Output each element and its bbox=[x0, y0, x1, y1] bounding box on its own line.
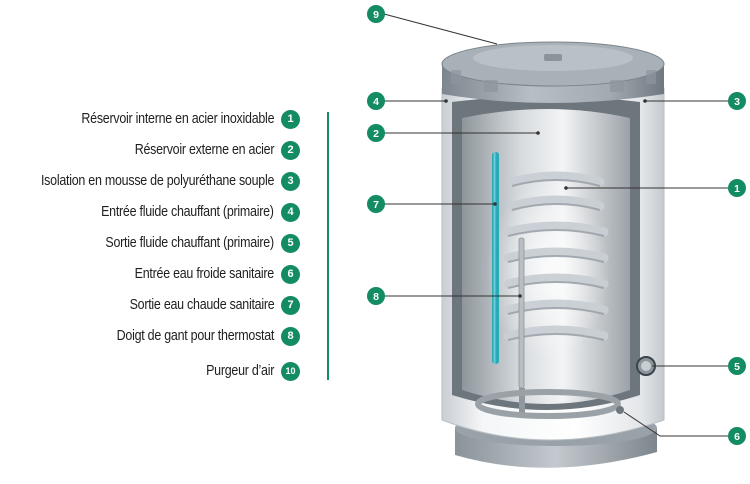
callout-number: 2 bbox=[373, 128, 379, 140]
legend-item-2: Réservoir externe en acier 2 bbox=[112, 139, 300, 161]
legend-label: Réservoir interne en acier inoxidable bbox=[81, 111, 274, 127]
legend-label: Réservoir externe en acier bbox=[134, 142, 274, 158]
legend-item-6: Entrée eau froide sanitaire 6 bbox=[112, 263, 300, 285]
callout-number: 4 bbox=[373, 96, 379, 108]
legend-number-badge: 5 bbox=[281, 233, 300, 253]
thermostat-sleeve bbox=[518, 237, 525, 389]
legend-number-badge: 6 bbox=[281, 264, 300, 284]
legend-item-8: Doigt de gant pour thermostat 8 bbox=[91, 325, 300, 347]
callout-number: 6 bbox=[734, 431, 740, 443]
legend-number-badge: 1 bbox=[281, 109, 300, 129]
callout-number: 1 bbox=[734, 183, 740, 195]
legend-number-badge: 7 bbox=[281, 295, 300, 315]
cold-water-inlet-fitting bbox=[616, 406, 624, 414]
heat-exchanger-coil bbox=[503, 171, 609, 341]
legend-number-badge: 2 bbox=[281, 140, 300, 160]
legend-label: Doigt de gant pour thermostat bbox=[116, 328, 274, 344]
legend-label: Purgeur d’air bbox=[205, 363, 274, 379]
legend-item-3: Isolation en mousse de polyuréthane soup… bbox=[3, 170, 300, 192]
legend-label: Isolation en mousse de polyuréthane soup… bbox=[40, 173, 274, 189]
callout-4: 4 bbox=[367, 92, 385, 110]
legend-number-badge: 4 bbox=[281, 202, 300, 222]
callout-number: 9 bbox=[373, 9, 379, 21]
legend-divider bbox=[327, 112, 329, 380]
callout-3: 3 bbox=[728, 92, 746, 110]
callout-9: 9 bbox=[367, 5, 385, 23]
legend-label: Entrée fluide chauffant (primaire) bbox=[101, 204, 274, 220]
legend-number-badge: 3 bbox=[281, 171, 300, 191]
legend-item-10: Purgeur d’air 10 bbox=[195, 360, 300, 382]
legend-number-badge: 8 bbox=[281, 326, 300, 346]
legend-item-5: Sortie fluide chauffant (primaire) 5 bbox=[78, 232, 300, 254]
legend-number-badge: 10 bbox=[281, 361, 300, 381]
callout-number: 7 bbox=[373, 199, 379, 211]
callout-5: 5 bbox=[728, 357, 746, 375]
legend-item-7: Sortie eau chaude sanitaire 7 bbox=[106, 294, 300, 316]
legend-label: Entrée eau froide sanitaire bbox=[134, 266, 275, 282]
legend-label: Sortie eau chaude sanitaire bbox=[129, 297, 274, 313]
callout-number: 3 bbox=[734, 96, 740, 108]
callout-6: 6 bbox=[728, 427, 746, 445]
callout-number: 8 bbox=[373, 291, 379, 303]
legend-item-1: Réservoir interne en acier inoxidable 1 bbox=[50, 108, 300, 130]
callout-2: 2 bbox=[367, 124, 385, 142]
legend-item-4: Entrée fluide chauffant (primaire) 4 bbox=[73, 201, 300, 223]
callout-1: 1 bbox=[728, 179, 746, 197]
callout-8: 8 bbox=[367, 287, 385, 305]
callout-number: 5 bbox=[734, 361, 740, 373]
legend-label: Sortie fluide chauffant (primaire) bbox=[105, 235, 275, 251]
callout-7: 7 bbox=[367, 195, 385, 213]
